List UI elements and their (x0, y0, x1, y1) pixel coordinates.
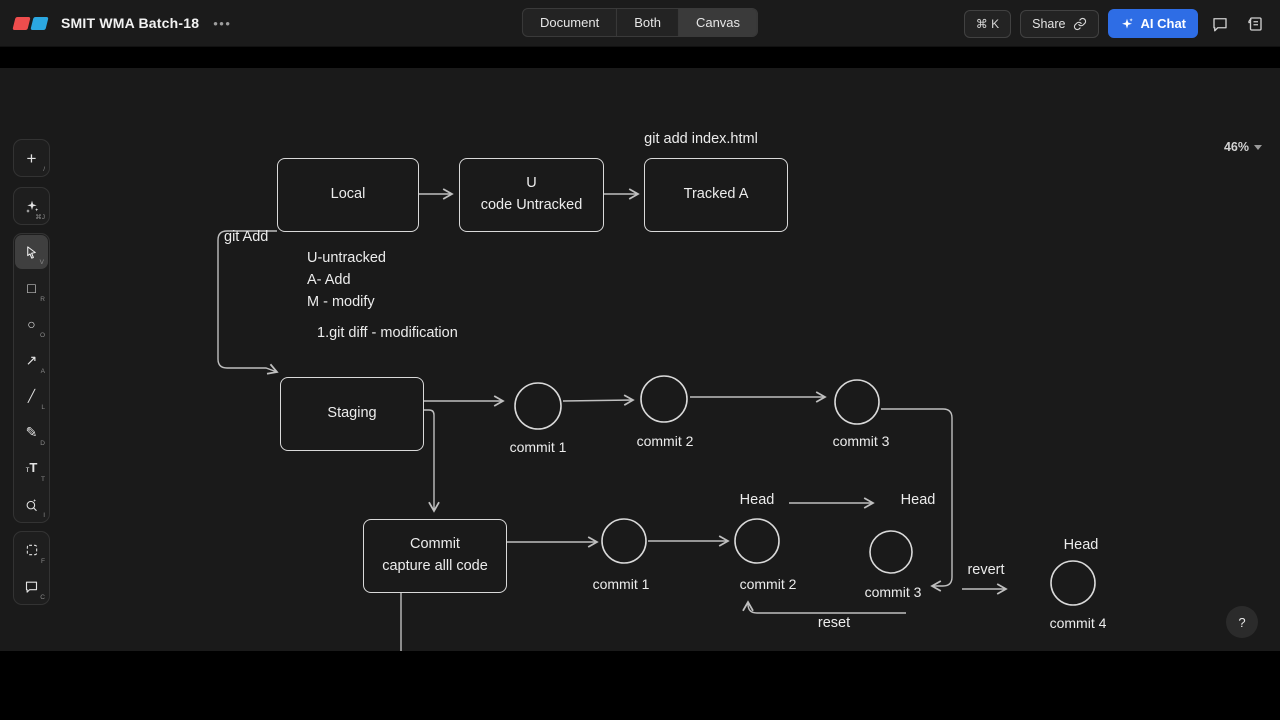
comment-bubble-icon (1213, 17, 1227, 31)
shortcut-label: R (40, 296, 45, 303)
tab-both[interactable]: Both (617, 9, 679, 36)
comments-button[interactable] (1207, 11, 1233, 37)
annotation-m-modify[interactable]: M - modify (307, 294, 375, 310)
share-label: Share (1032, 16, 1066, 31)
commit3-row1-label[interactable]: commit 3 (832, 433, 890, 449)
node-tracked[interactable]: Tracked A (644, 158, 788, 232)
node-untracked[interactable]: U code Untracked (459, 158, 604, 232)
frame-icon (26, 544, 37, 556)
notes-panel-button[interactable] (1242, 11, 1268, 37)
select-tool-button[interactable]: V (15, 235, 48, 269)
commit3-row2-label[interactable]: commit 3 (864, 584, 922, 600)
link-icon (1073, 17, 1086, 30)
share-button[interactable]: Share (1020, 9, 1099, 38)
annotation-git-add-index[interactable]: git add index.html (644, 131, 758, 147)
text-icon: тT (25, 460, 38, 475)
annotation-git-add[interactable]: git Add (224, 229, 269, 245)
commit2-row1-label[interactable]: commit 2 (636, 433, 694, 449)
toolbar-ai-group: ⌘J (13, 187, 50, 225)
ai-diagram-button[interactable]: ⌘J (14, 188, 49, 224)
shortcut-label: O (39, 332, 45, 339)
pencil-icon: ✎ (25, 424, 38, 440)
cursor-icon (27, 245, 36, 259)
tab-document[interactable]: Document (523, 9, 618, 36)
node-staging[interactable]: Staging (280, 377, 424, 451)
node-commit[interactable]: Commit capture alll code (363, 519, 507, 593)
shortcut-label: / (43, 166, 45, 173)
node-tracked-label: Tracked A (683, 186, 749, 203)
ellipse-tool-button[interactable]: ○ O (14, 306, 49, 342)
tab-canvas[interactable]: Canvas (678, 9, 758, 36)
topbar-actions: ⌘ K Share AI Chat (963, 0, 1268, 47)
toolbar-secondary-group: F C (13, 531, 50, 605)
comment-tool-button[interactable]: C (14, 568, 49, 604)
connector-layer (217, 188, 1096, 651)
top-bar: SMIT WMA Batch-18 ••• Document Both Canv… (0, 0, 1280, 47)
zoom-level: 46% (1223, 140, 1249, 154)
revert-label[interactable]: revert (967, 562, 1005, 578)
title-menu-button[interactable]: ••• (213, 15, 232, 31)
shortcut-label: D (40, 440, 45, 447)
annotation-git-diff[interactable]: 1.git diff - modification (317, 325, 458, 341)
toolbar-add-group: + / (13, 139, 50, 177)
commit2-row2-label[interactable]: commit 2 (739, 576, 797, 592)
commit1-row1-label[interactable]: commit 1 (509, 439, 567, 455)
line-icon: ╱ (27, 389, 36, 403)
shortcut-label: A (40, 368, 45, 375)
node-untracked-line2: code Untracked (480, 197, 583, 213)
commit1-row2-label[interactable]: commit 1 (592, 576, 650, 592)
node-staging-label: Staging (327, 405, 377, 422)
rectangle-tool-button[interactable]: □ R (14, 270, 49, 306)
node-commit-line2: capture alll code (382, 558, 488, 574)
text-tool-button[interactable]: тT T (14, 450, 49, 486)
sparkle-icon (1121, 17, 1133, 29)
node-untracked-line1: U (526, 175, 537, 192)
icon-search-icon (26, 498, 37, 511)
shortcut-label: F (41, 558, 45, 565)
shortcut-label: C (40, 594, 45, 601)
logo-blue-shape (30, 16, 49, 30)
magic-wand-icon (26, 200, 38, 213)
commit4-label[interactable]: commit 4 (1049, 615, 1107, 631)
shortcut-label: ⌘J (35, 214, 45, 221)
node-local-label: Local (330, 186, 366, 203)
annotation-u-untracked[interactable]: U-untracked (307, 250, 386, 266)
help-button[interactable]: ? (1226, 606, 1258, 638)
plus-icon: + (26, 148, 37, 168)
ai-chat-label: AI Chat (1140, 16, 1187, 31)
zoom-control[interactable]: 46% (1224, 140, 1262, 154)
draw-tool-button[interactable]: ✎ D (14, 414, 49, 450)
notes-panel-icon (1248, 16, 1262, 31)
head-far-right-label[interactable]: Head (1063, 537, 1099, 553)
shortcut-label: V (39, 259, 44, 266)
head-right-label[interactable]: Head (900, 492, 936, 508)
line-tool-button[interactable]: ╱ L (14, 378, 49, 414)
reset-label[interactable]: reset (817, 615, 851, 631)
toolbar-main-group: V □ R ○ O ↗ A ╱ L ✎ D тT T (13, 233, 50, 523)
command-palette-button[interactable]: ⌘ K (963, 9, 1012, 38)
node-commit-line1: Commit (410, 536, 460, 553)
logo-red-shape (12, 16, 31, 30)
comment-icon (25, 581, 38, 593)
app-logo-icon[interactable] (12, 16, 49, 30)
add-button[interactable]: + / (14, 140, 49, 176)
shortcut-label: L (41, 404, 45, 411)
shortcut-label: I (43, 512, 45, 519)
view-mode-tabs: Document Both Canvas (521, 8, 759, 37)
icon-search-tool-button[interactable]: I (14, 486, 49, 522)
node-local[interactable]: Local (277, 158, 419, 232)
arrow-tool-button[interactable]: ↗ A (14, 342, 49, 378)
document-title[interactable]: SMIT WMA Batch-18 (61, 15, 200, 31)
head-left-label[interactable]: Head (739, 492, 775, 508)
chevron-down-icon (1254, 144, 1262, 150)
rectangle-icon: □ (27, 280, 36, 296)
arrow-icon: ↗ (25, 352, 38, 368)
frame-tool-button[interactable]: F (14, 532, 49, 568)
whiteboard-app (0, 68, 1280, 651)
annotation-a-add[interactable]: A- Add (307, 272, 351, 288)
ai-chat-button[interactable]: AI Chat (1107, 9, 1198, 38)
shortcut-label: T (41, 476, 45, 483)
ellipse-icon: ○ (27, 316, 36, 332)
